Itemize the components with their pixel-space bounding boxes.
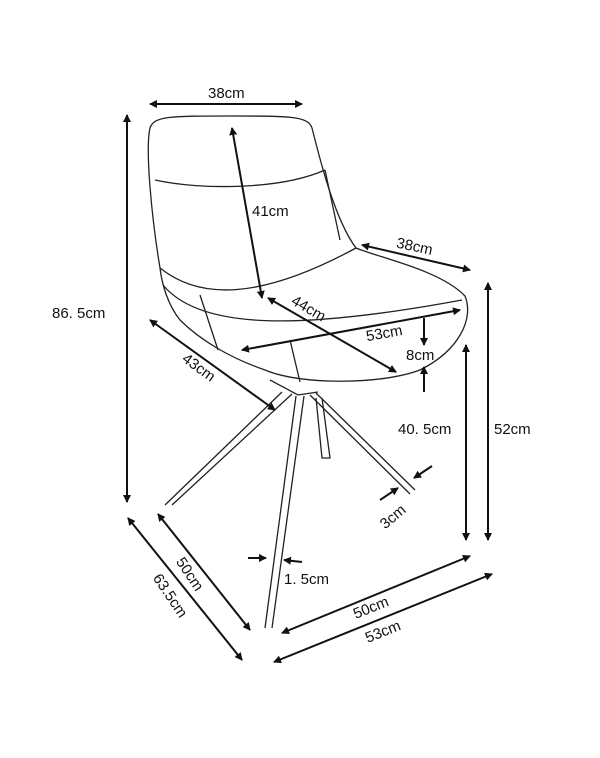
single-arrows (248, 318, 433, 565)
base-depth-label: 50cm (172, 554, 207, 594)
dimension-arrows (123, 100, 493, 664)
back-height-label: 41cm (252, 203, 289, 220)
seat-height-total-label: 52cm (494, 421, 531, 438)
seat-width-label: 53cm (365, 322, 404, 345)
seat-back-width-label: 38cm (395, 235, 434, 259)
back-width-label: 38cm (208, 85, 245, 102)
total-height-label: 86. 5cm (52, 305, 105, 322)
base-width-label: 50cm (351, 593, 391, 623)
seat-height-front-label: 40. 5cm (398, 421, 451, 438)
total-width-label: 53cm (363, 617, 403, 647)
leg-thickness-label: 1. 5cm (284, 571, 329, 588)
seat-thickness-label: 8cm (406, 347, 434, 364)
leg-foot-label: 3cm (377, 501, 410, 532)
